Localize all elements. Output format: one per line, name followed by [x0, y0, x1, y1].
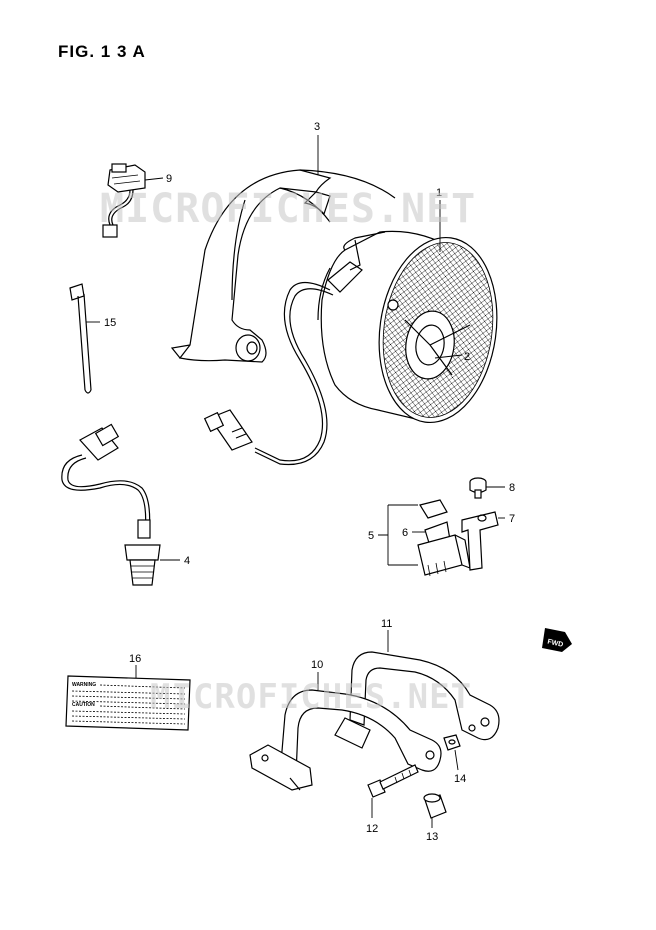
callout-10: 10: [311, 659, 323, 671]
callout-9: 9: [166, 173, 172, 185]
bolt-part-12: [367, 764, 419, 798]
warning-label-part: WARNING CAUTION: [65, 675, 191, 731]
cooling-fan-assembly-part: [317, 230, 498, 424]
callout-2: 2: [464, 351, 470, 363]
warning-label-warning-text: WARNING: [72, 682, 96, 688]
callout-13: 13: [426, 831, 438, 843]
relay-part: [417, 499, 471, 577]
handle-bar-part-11: [334, 651, 500, 749]
callout-7: 7: [509, 513, 515, 525]
nut-part-14: [443, 734, 461, 751]
leader-lines: [86, 135, 505, 828]
bolt-part-8: [469, 477, 487, 499]
relay-bracket-part: [461, 511, 499, 571]
figure-title: FIG. 1 3 A: [58, 42, 146, 61]
fan-wiring-harness: [203, 281, 334, 466]
watermark-top: MICROFICHES.NET: [100, 186, 476, 232]
callout-8: 8: [509, 482, 515, 494]
warning-label-caution-text: CAUTION: [72, 702, 95, 708]
fwd-direction-badge: FWD: [542, 628, 572, 652]
callout-6: 6: [402, 527, 408, 539]
callout-4: 4: [184, 555, 190, 567]
callout-11: 11: [381, 618, 392, 630]
collar-part-13: [423, 793, 447, 819]
fan-shroud-part: [170, 169, 396, 363]
callout-16: 16: [129, 653, 141, 665]
callout-5: 5: [368, 530, 374, 542]
callout-12: 12: [366, 823, 378, 835]
fwd-text: FWD: [547, 639, 564, 649]
callout-1: 1: [436, 187, 442, 199]
cable-tie-part: [69, 283, 92, 394]
sensor-part-9: [102, 163, 146, 238]
callout-14: 14: [454, 773, 466, 785]
callout-3: 3: [314, 121, 320, 133]
handle-bar-part-10: [249, 689, 442, 791]
callout-15: 15: [104, 317, 116, 329]
thermo-switch-part: [61, 423, 161, 586]
watermark-bottom: MICROFICHES.NET: [150, 677, 472, 717]
